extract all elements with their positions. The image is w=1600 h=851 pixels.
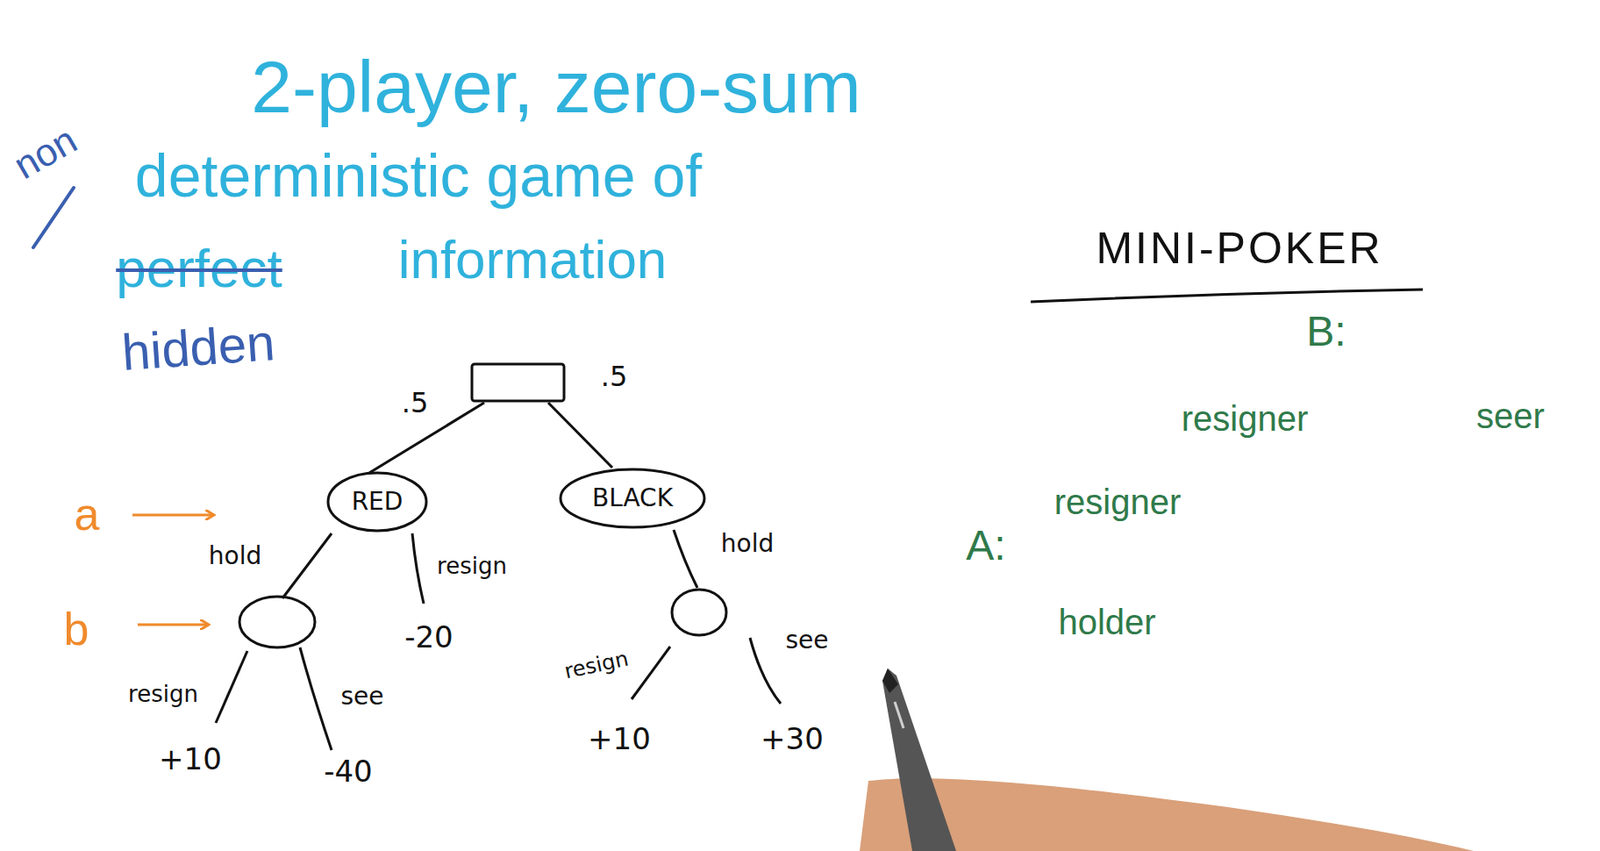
player-label: A: xyxy=(965,522,1006,570)
decision-circle xyxy=(671,589,727,636)
decision-circle xyxy=(239,596,315,648)
inserted-word: hidden xyxy=(120,314,277,381)
probability-label: .5 xyxy=(401,387,429,419)
branch-line xyxy=(215,650,248,723)
player-label: B: xyxy=(1306,308,1346,356)
payoff-value: +10 xyxy=(587,722,651,756)
heading-text: MINI-POKER xyxy=(1095,224,1383,273)
level-marker: a xyxy=(74,489,100,540)
strategy-label: holder xyxy=(1057,602,1156,642)
pen-highlight xyxy=(894,701,904,729)
level-marker: b xyxy=(64,604,90,655)
pen-tip xyxy=(882,668,899,693)
inserted-word: non xyxy=(7,118,85,188)
action-label: resign xyxy=(128,681,199,708)
branch-line xyxy=(412,533,424,604)
ellipse-outline xyxy=(328,472,427,531)
payoff-value: -40 xyxy=(323,755,373,788)
probability-label: .5 xyxy=(600,361,629,393)
struck-word: perfect xyxy=(115,238,283,299)
pen-and-hand xyxy=(859,668,1474,851)
branch-line xyxy=(750,637,781,704)
action-label: see xyxy=(340,683,384,711)
subtitle-text: information xyxy=(398,229,668,290)
branch-line xyxy=(548,402,613,468)
action-label: resign xyxy=(562,646,631,683)
pointer-arrow xyxy=(132,514,215,517)
strategy-label: resigner xyxy=(1181,399,1309,438)
strategy-label: resigner xyxy=(1054,482,1182,522)
branch-line xyxy=(300,647,332,750)
insert-slash xyxy=(33,187,74,248)
action-label: hold xyxy=(208,542,262,571)
payoff-value: -20 xyxy=(404,621,454,654)
pointer-arrow xyxy=(137,623,209,627)
chance-box xyxy=(471,364,565,401)
payoff-value: +30 xyxy=(760,722,824,756)
action-label: resign xyxy=(436,553,508,579)
outcome-ellipse: BLACK xyxy=(558,467,707,529)
heading-underline xyxy=(1030,289,1423,302)
strategy-label: seer xyxy=(1476,396,1545,436)
outcome-ellipse: RED xyxy=(326,471,429,533)
action-label: hold xyxy=(721,530,774,558)
ellipse-outline xyxy=(560,469,705,528)
title-text: 2-player, zero-sum xyxy=(250,46,862,128)
node-label: BLACK xyxy=(592,485,673,513)
subtitle-text: deterministic game of xyxy=(135,142,702,209)
node-label: RED xyxy=(351,488,404,516)
payoff-value: +10 xyxy=(158,742,222,776)
pen-body xyxy=(882,668,957,851)
branch-line xyxy=(282,533,332,599)
branch-line xyxy=(631,646,671,700)
branch-line xyxy=(673,529,698,588)
action-label: see xyxy=(785,627,829,655)
